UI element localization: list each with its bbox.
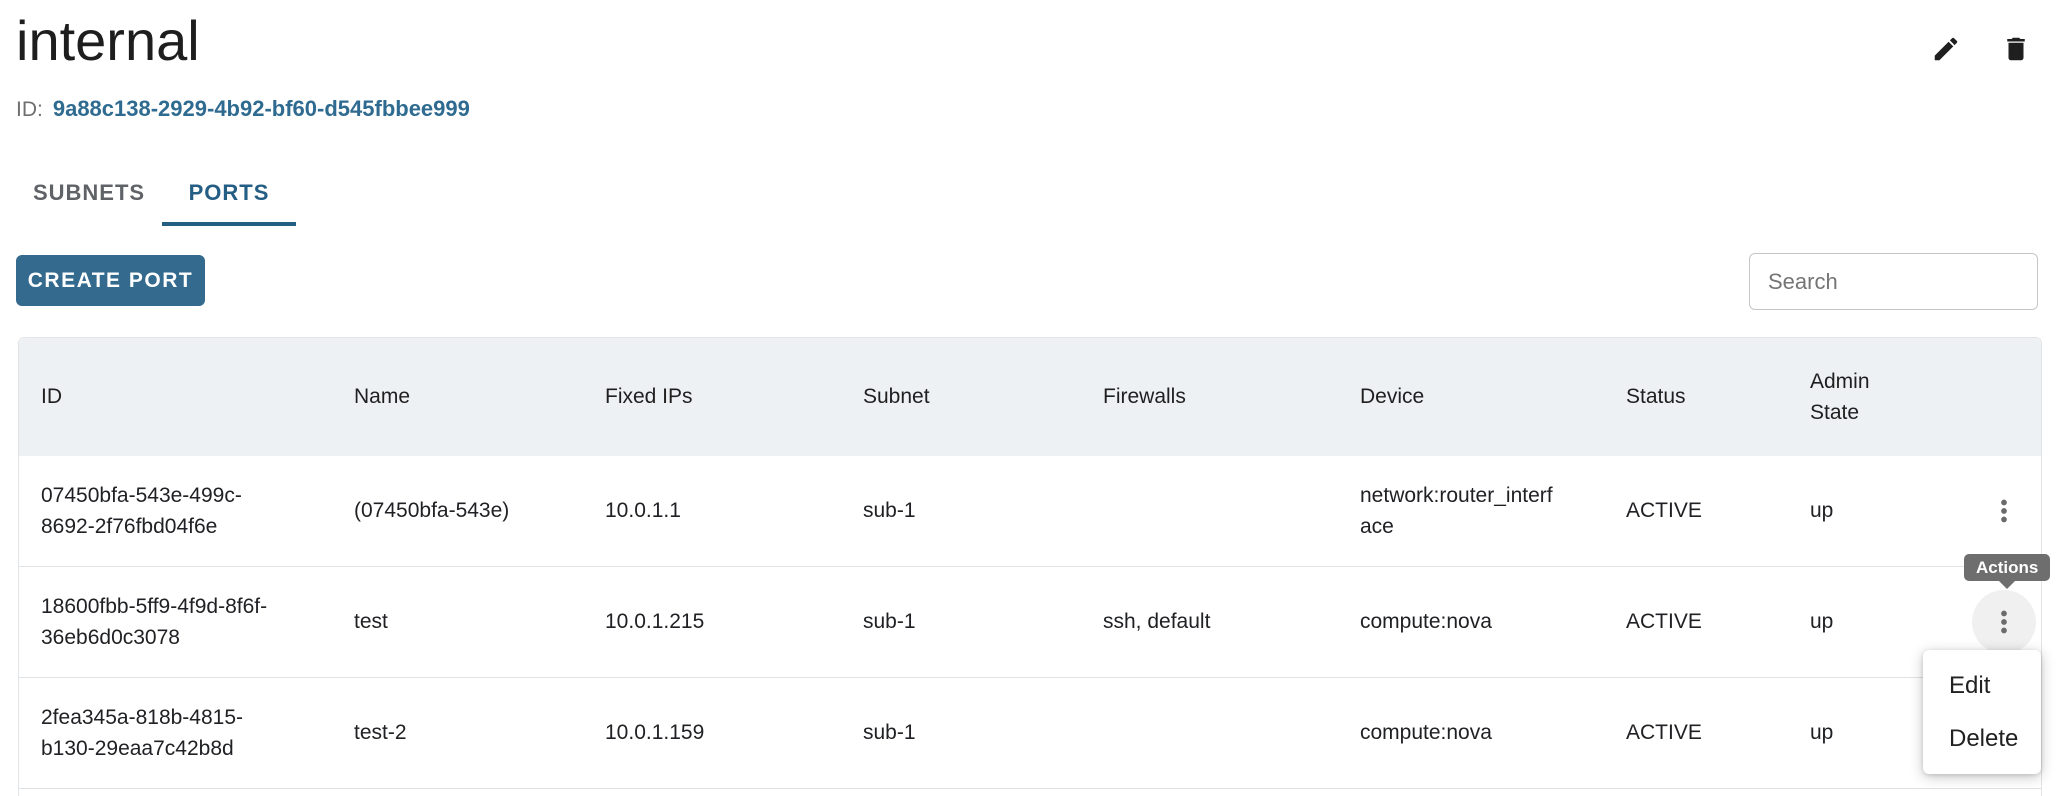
cell-fixed-ips: 10.0.1.215	[605, 610, 705, 634]
kebab-menu-icon	[2001, 610, 2007, 634]
cell-device: compute:nova	[1360, 721, 1492, 745]
cell-id: 2fea345a-818b-4815-b130-29eaa7c42b8d	[41, 705, 244, 761]
column-header-subnet: Subnet	[863, 385, 930, 409]
column-header-device: Device	[1360, 385, 1425, 409]
ports-table: ID Name Fixed IPs Subnet Firewalls Devic…	[18, 337, 2042, 796]
kebab-menu-icon	[2001, 499, 2007, 523]
column-header-fixed-ips: Fixed IPs	[605, 385, 693, 409]
cell-subnet: sub-1	[863, 499, 916, 523]
network-id-link[interactable]: 9a88c138-2929-4b92-bf60-d545fbbee999	[52, 96, 470, 121]
table-row: 2fea345a-818b-4815-b130-29eaa7c42b8d tes…	[19, 678, 2041, 789]
cell-id: 18600fbb-5ff9-4f9d-8f6f-36eb6d0c3078	[41, 594, 268, 650]
id-label: ID:	[16, 98, 43, 121]
column-header-name: Name	[354, 385, 411, 409]
cell-status: ACTIVE	[1626, 610, 1702, 634]
cell-name: (07450bfa-543e)	[354, 499, 510, 523]
cell-device: compute:nova	[1360, 610, 1492, 634]
cell-firewalls: ssh, default	[1103, 610, 1211, 634]
row-context-menu: Edit Delete	[1923, 650, 2041, 774]
delete-network-button[interactable]	[2000, 33, 2032, 65]
cell-fixed-ips: 10.0.1.1	[605, 499, 681, 523]
table-row-partial	[19, 789, 2041, 796]
cell-admin-state: up	[1810, 721, 1834, 745]
tab-bar: SUBNETS PORTS	[16, 160, 296, 226]
page-title: internal	[16, 9, 200, 72]
tab-subnets[interactable]: SUBNETS	[32, 180, 146, 205]
menu-item-edit[interactable]: Edit	[1949, 672, 1991, 699]
network-actions	[1930, 33, 2032, 65]
column-header-actions	[1918, 338, 2041, 456]
cell-admin-state: up	[1810, 499, 1834, 523]
edit-network-button[interactable]	[1930, 33, 1962, 65]
row-actions-button[interactable]	[1972, 590, 2036, 654]
cell-status: ACTIVE	[1626, 721, 1702, 745]
table-header-row: ID Name Fixed IPs Subnet Firewalls Devic…	[19, 338, 2041, 456]
cell-name: test-2	[354, 721, 407, 745]
cell-name: test	[354, 610, 388, 634]
cell-subnet: sub-1	[863, 610, 916, 634]
cell-fixed-ips: 10.0.1.159	[605, 721, 705, 745]
cell-id: 07450bfa-543e-499c-8692-2f76fbd04f6e	[41, 483, 242, 539]
cell-firewalls	[1081, 678, 1338, 788]
column-header-status: Status	[1626, 385, 1686, 409]
column-header-admin-state: Admin State	[1810, 369, 1870, 425]
pencil-icon	[1934, 37, 1958, 61]
cell-subnet: sub-1	[863, 721, 916, 745]
column-header-id: ID	[41, 385, 62, 409]
cell-firewalls	[1081, 456, 1338, 566]
table-row: 07450bfa-543e-499c-8692-2f76fbd04f6e (07…	[19, 456, 2041, 567]
cell-actions	[1918, 456, 2041, 566]
column-header-firewalls: Firewalls	[1103, 385, 1186, 409]
cell-device: network:router_interface	[1360, 483, 1553, 539]
table-row: 18600fbb-5ff9-4f9d-8f6f-36eb6d0c3078 tes…	[19, 567, 2041, 678]
cell-status: ACTIVE	[1626, 499, 1702, 523]
actions-tooltip: Actions	[1964, 554, 2051, 581]
tab-ports[interactable]: PORTS	[162, 160, 296, 226]
cell-admin-state: up	[1810, 610, 1834, 634]
trash-icon	[2007, 37, 2025, 61]
cell-actions	[1918, 567, 2041, 677]
search-input[interactable]	[1749, 253, 2038, 310]
network-id-line: ID: 9a88c138-2929-4b92-bf60-d545fbbee999	[16, 96, 470, 122]
menu-item-delete[interactable]: Delete	[1949, 725, 2019, 752]
create-port-button[interactable]: CREATE PORT	[16, 255, 205, 306]
row-actions-button[interactable]	[1972, 479, 2036, 543]
